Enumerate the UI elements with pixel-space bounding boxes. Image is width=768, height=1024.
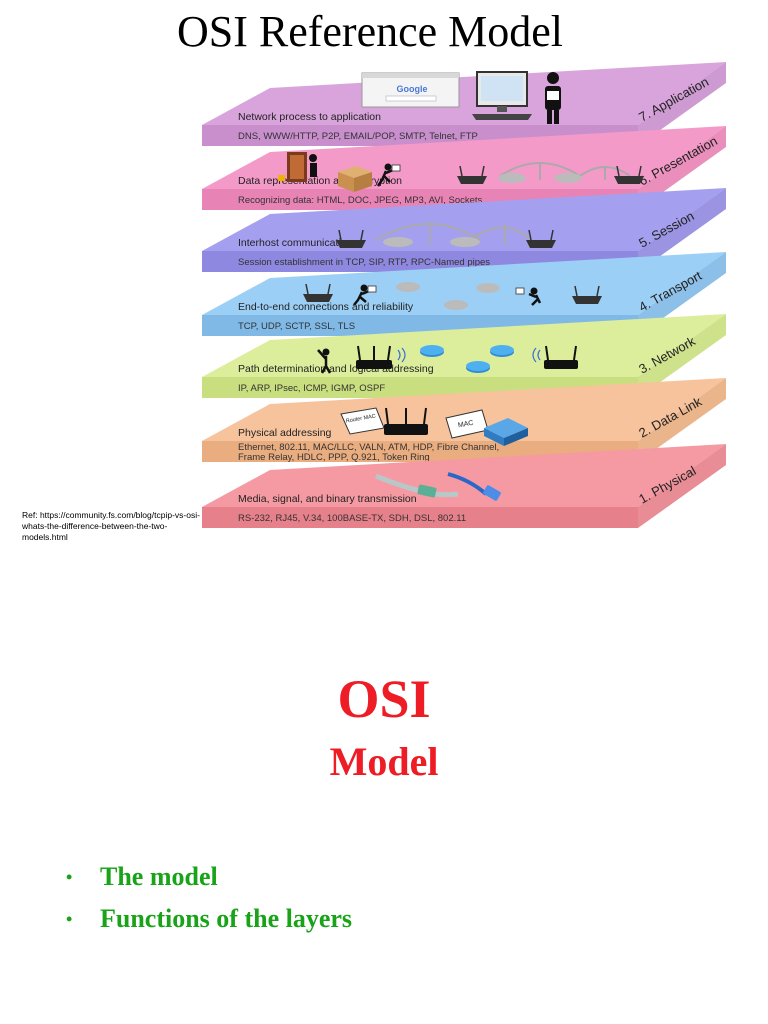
- layer-protocols: Recognizing data: HTML, DOC, JPEG, MP3, …: [238, 195, 483, 206]
- layer-top-face: [202, 378, 726, 441]
- layer-side-face: [638, 378, 726, 462]
- topic-item: • Functions of the layers: [66, 904, 352, 934]
- person-with-signal-icon: [317, 348, 332, 374]
- bullet-icon: •: [66, 866, 73, 887]
- layer-protocols: RS-232, RJ45, V.34, 100BASE-TX, SDH, DSL…: [238, 513, 466, 524]
- wifi-router-icon: [303, 283, 333, 302]
- model-subheading: Model: [329, 739, 439, 784]
- bridge-link-icon: [375, 222, 531, 247]
- browser-window-illustration: Google: [361, 72, 460, 108]
- layer-protocols: Ethernet, 802.11, MAC/LLC, VALN, ATM, HD…: [238, 442, 499, 453]
- wifi-router-icon: [356, 345, 406, 369]
- wifi-router-icon: [336, 229, 366, 248]
- router-mac-label: Router MAC: [345, 413, 376, 424]
- layer-heading: Physical addressing: [238, 427, 332, 439]
- wifi-router-icon: [384, 407, 428, 435]
- layer-heading: End-to-end connections and reliability: [238, 301, 414, 313]
- running-messenger-icon: [515, 287, 542, 306]
- layer-side-face: [638, 314, 726, 398]
- layer-side-face: [638, 126, 726, 210]
- topic-list: • The model • Functions of the layers: [66, 862, 352, 946]
- layer-heading: Network process to application: [238, 111, 381, 123]
- layer-top-face: [202, 62, 726, 125]
- layer-front-face: [202, 507, 638, 528]
- wifi-router-icon: [526, 229, 556, 248]
- network-router-icon: [420, 345, 514, 373]
- reference-note: Ref: https://community.fs.com/blog/tcpip…: [22, 510, 200, 542]
- person-with-document-icon: [545, 72, 561, 124]
- layer-heading: Interhost communication: [238, 237, 353, 249]
- layer-heading: Path determination and logical addressin…: [238, 363, 434, 375]
- topic-label: Functions of the layers: [100, 904, 353, 933]
- layer-side-face: [638, 444, 726, 528]
- bridge-link-icon: [498, 162, 631, 183]
- layer-side-face: [638, 62, 726, 146]
- package-box-icon: [338, 166, 372, 192]
- running-messenger-icon: [376, 163, 401, 187]
- topic-item: • The model: [66, 862, 352, 892]
- page-title: OSI Reference Model: [176, 7, 564, 56]
- wifi-router-icon: [457, 165, 487, 184]
- desktop-computer-icon: [472, 71, 532, 120]
- google-logo: Google: [397, 84, 428, 94]
- layer-top-face: [202, 314, 726, 377]
- doorway-person-icon: [278, 152, 317, 182]
- layer-protocols: IP, ARP, IPsec, ICMP, IGMP, OSPF: [238, 383, 385, 394]
- wifi-router-icon: [614, 165, 644, 184]
- wifi-router-icon: [572, 285, 602, 304]
- mac-label: MAC: [457, 420, 474, 430]
- osi-layer-slab: Media, signal, and binary transmissionRS…: [202, 444, 726, 528]
- ethernet-switch-icon: [484, 418, 528, 446]
- layer-protocols: TCP, UDP, SCTP, SSL, TLS: [238, 321, 355, 332]
- topic-label: The model: [100, 862, 218, 891]
- layer-side-face: [638, 188, 726, 272]
- ethernet-cable-icon: [447, 472, 501, 501]
- osi-heading: OSI: [337, 669, 431, 729]
- wifi-router-icon: [532, 345, 578, 369]
- layer-top-face: [202, 126, 726, 189]
- fiber-cable-icon: [375, 473, 459, 498]
- layer-protocols-continued: Frame Relay, HDLC, PPP, Q.921, Token Rin…: [238, 452, 430, 463]
- bullet-icon: •: [66, 908, 73, 929]
- layer-side-face: [638, 252, 726, 336]
- layer-protocols: Session establishment in TCP, SIP, RTP, …: [238, 257, 490, 268]
- osi-layer-slab: Path determination and logical addressin…: [202, 314, 726, 398]
- layer-protocols: DNS, WWW/HTTP, P2P, EMAIL/POP, SMTP, Tel…: [238, 131, 478, 142]
- layer-heading: Media, signal, and binary transmission: [238, 493, 417, 505]
- layer-top-face: [202, 444, 726, 507]
- network-switch-icon: [396, 282, 500, 310]
- layer-top-face: [202, 188, 726, 251]
- running-messenger-icon: [353, 284, 377, 306]
